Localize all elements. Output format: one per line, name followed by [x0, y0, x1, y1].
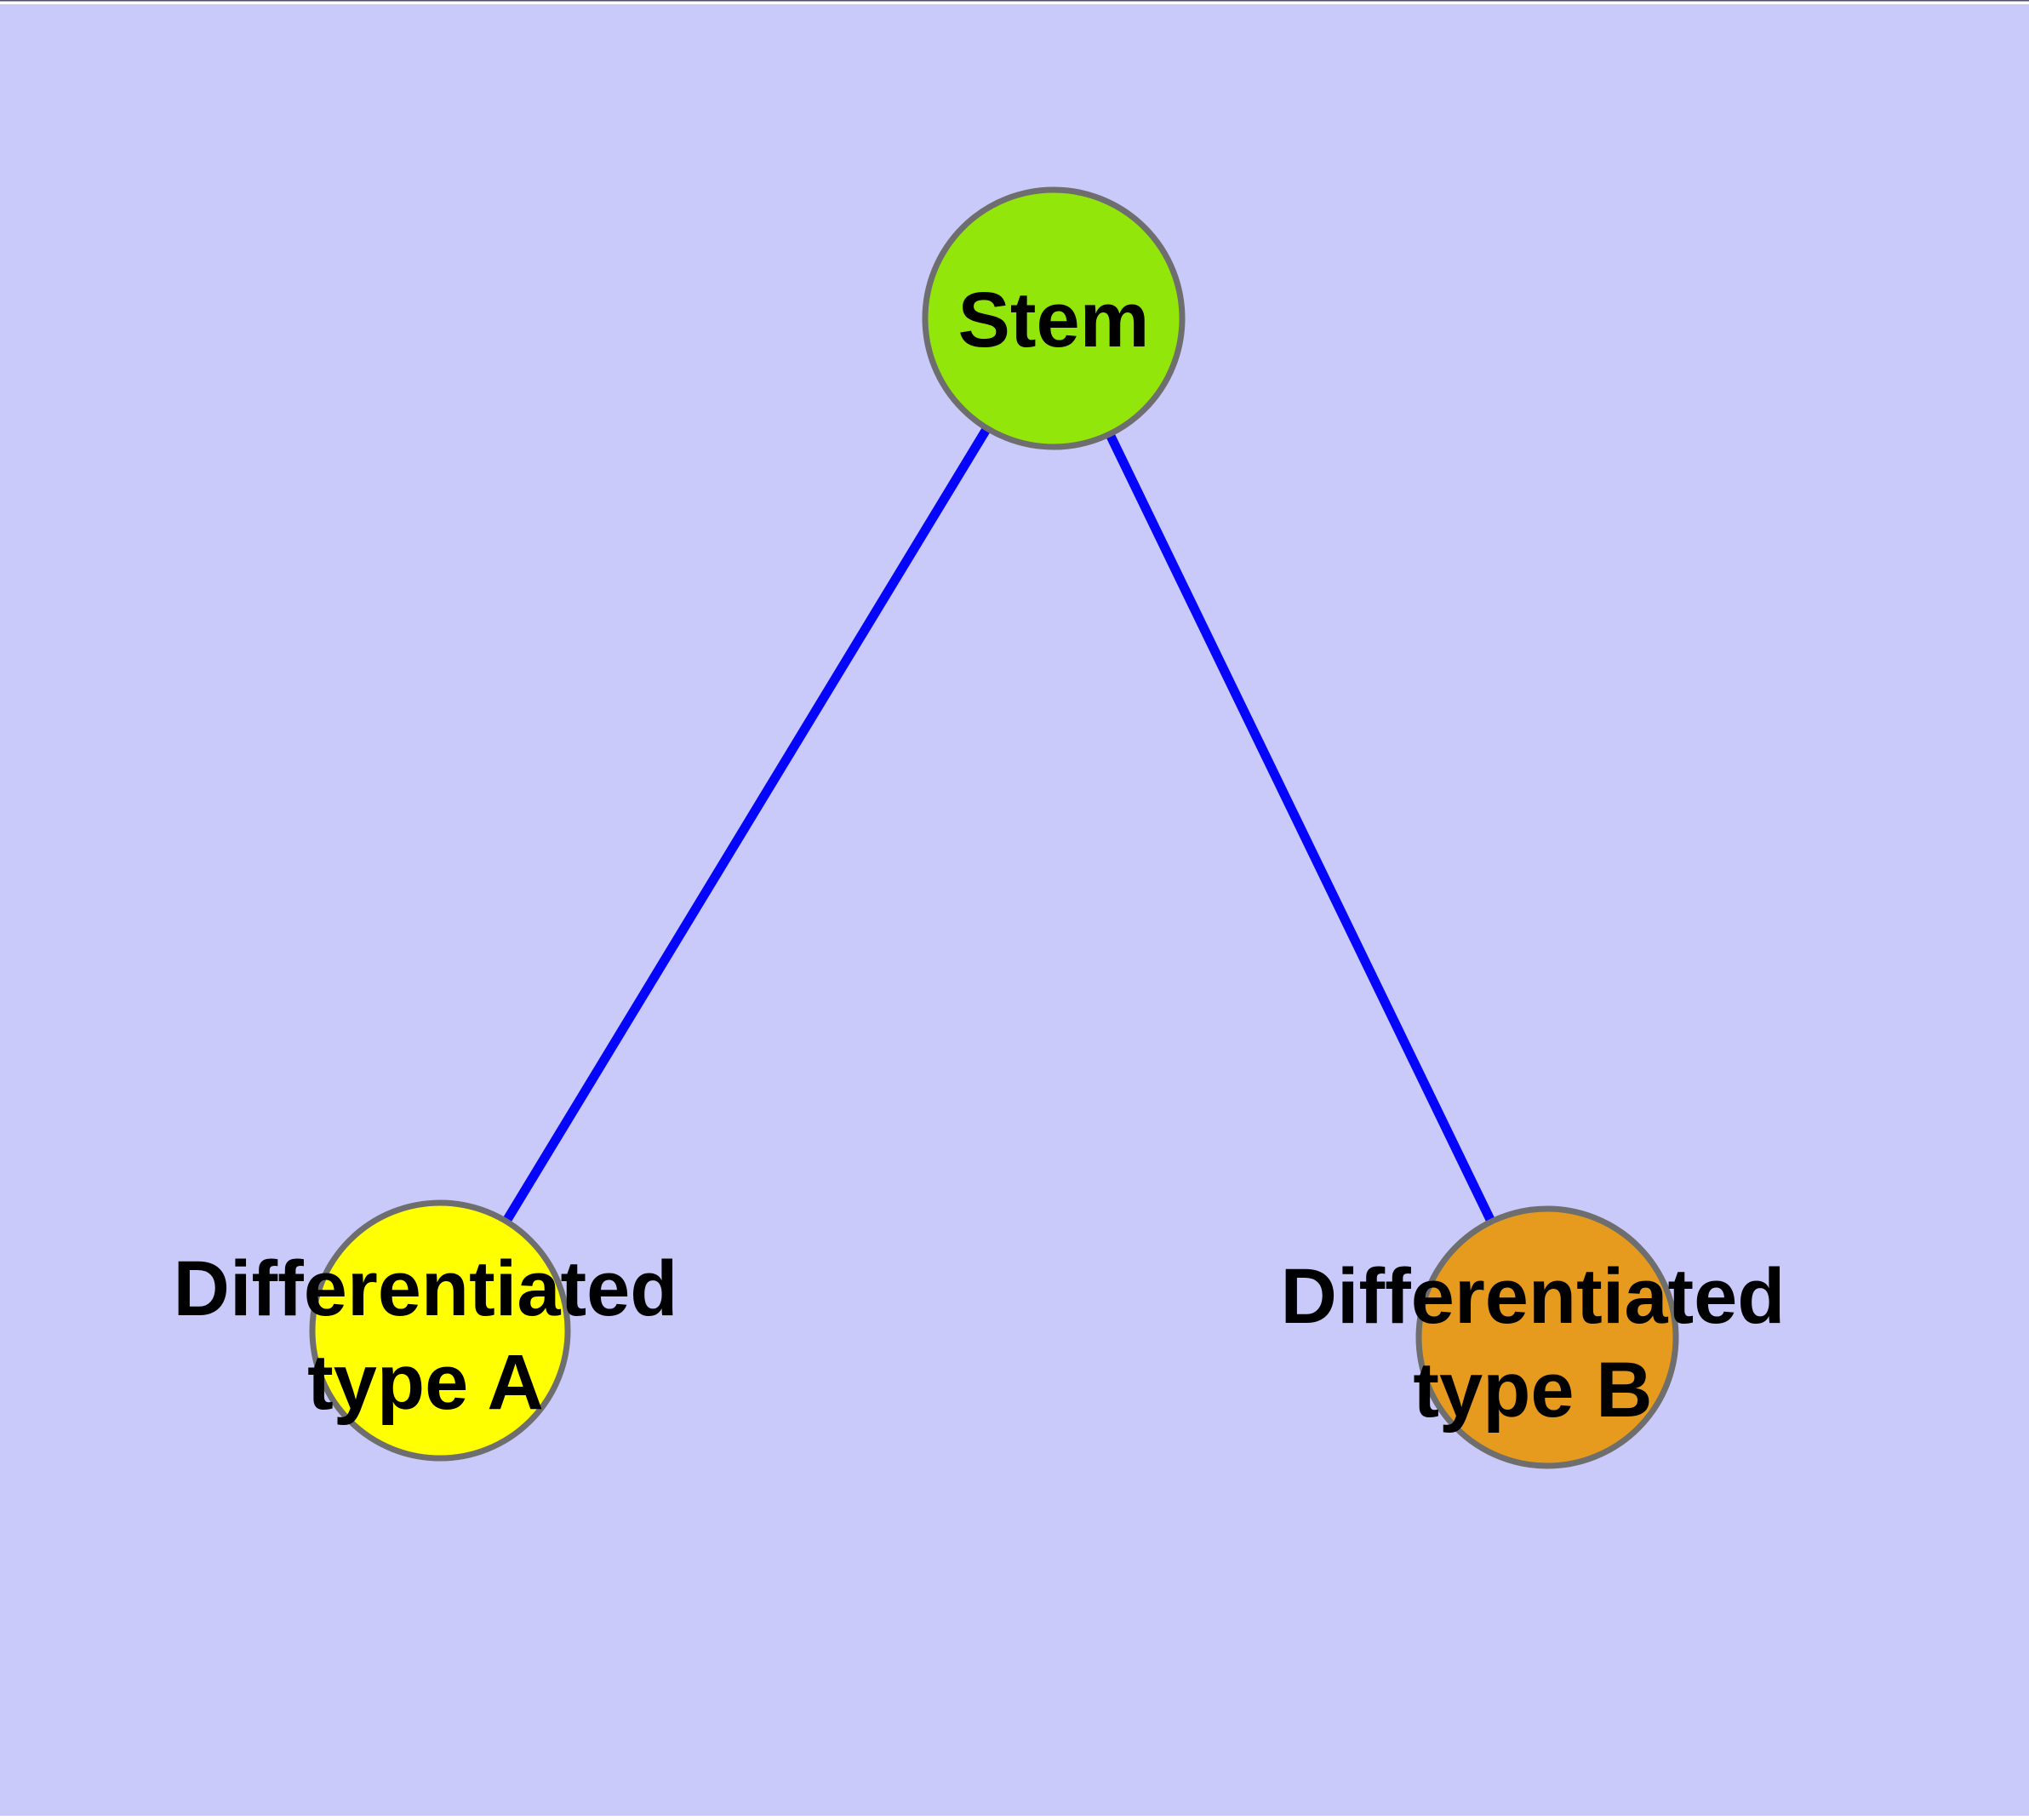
canvas-frame-top	[0, 1, 2029, 4]
node-differentiated-type-b-label-line2: type B	[1413, 1347, 1652, 1434]
canvas-frame-bottom	[0, 1816, 2029, 1820]
edge-stem-to-type-a	[436, 316, 1058, 1333]
node-stem-label: Stem	[958, 277, 1150, 363]
node-differentiated-type-a-label-line2: type A	[307, 1339, 544, 1426]
node-differentiated-type-b-circle	[1415, 1205, 1679, 1469]
edge-stem-to-type-b	[1049, 316, 1552, 1340]
node-stem-circle	[922, 186, 1186, 450]
node-differentiated-type-b-label-line1: Differentiated	[1281, 1253, 1786, 1340]
node-differentiated-type-a-circle	[309, 1199, 571, 1462]
node-differentiated-type-a-label-line1: Differentiated	[174, 1245, 678, 1332]
canvas-frame-top-line	[0, 0, 2029, 2]
